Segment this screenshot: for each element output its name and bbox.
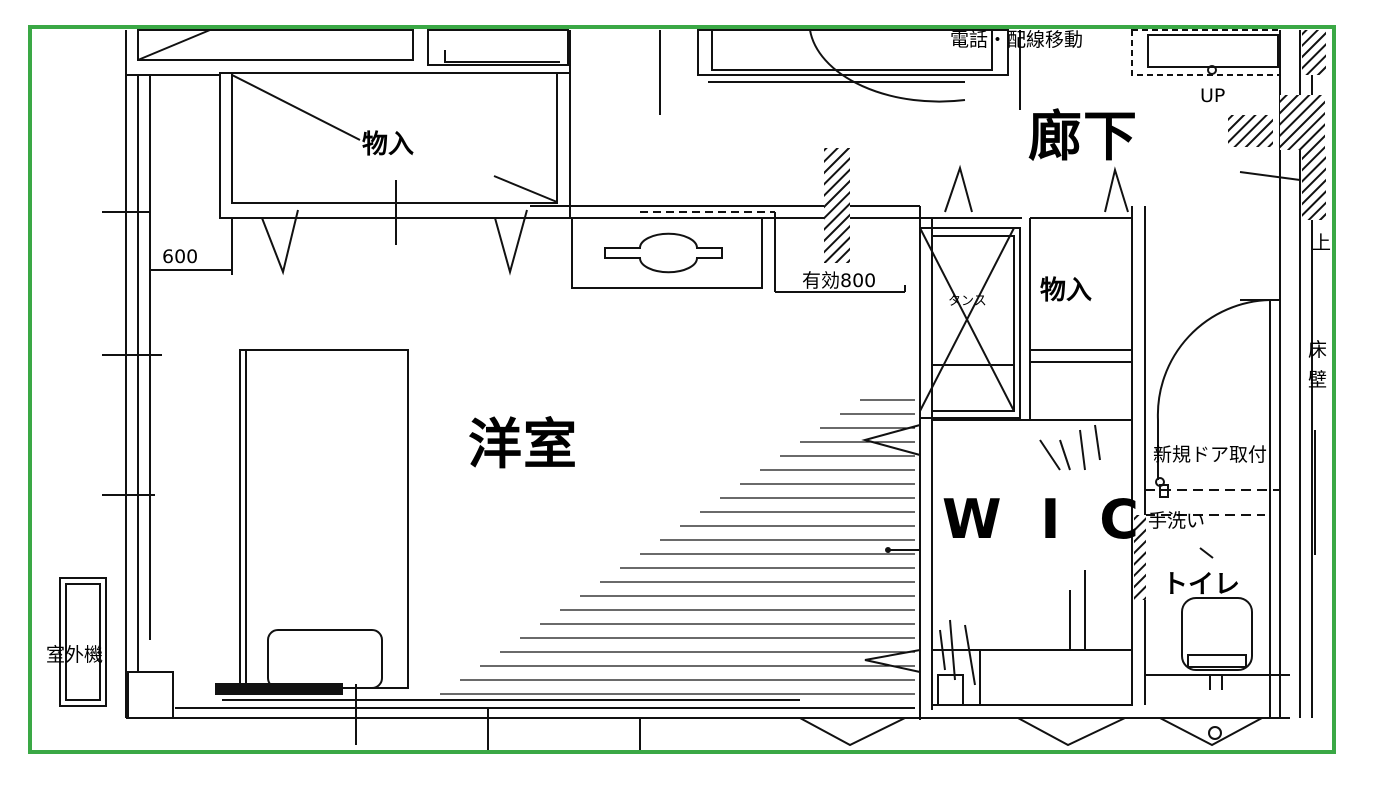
label-dimension-600: 600 xyxy=(162,246,199,268)
label-floor: 床 xyxy=(1308,339,1328,361)
label-wall: 壁 xyxy=(1308,369,1328,391)
frame-border xyxy=(28,25,1336,754)
label-up-kanji: 上 xyxy=(1312,232,1332,254)
label-toilet: トイレ xyxy=(1162,570,1241,600)
label-hand-wash: 手洗い xyxy=(1148,510,1206,532)
label-phone-wiring: 電話・配線移動 xyxy=(950,29,1084,51)
label-corridor: 廊下 xyxy=(1028,105,1138,168)
label-wardrobe: タンス xyxy=(948,294,987,309)
label-outdoor-unit: 室外機 xyxy=(46,644,104,666)
label-western-room: 洋室 xyxy=(468,413,578,476)
label-effective-width: 有効800 xyxy=(802,270,877,292)
label-up: UP xyxy=(1200,85,1226,107)
label-storage-top: 物入 xyxy=(362,130,415,160)
label-storage-right: 物入 xyxy=(1040,276,1093,306)
label-wic: W I C xyxy=(942,488,1149,551)
floor-hatch xyxy=(440,399,915,695)
label-new-door: 新規ドア取付 xyxy=(1153,444,1268,466)
hatched-columns xyxy=(824,30,1326,600)
